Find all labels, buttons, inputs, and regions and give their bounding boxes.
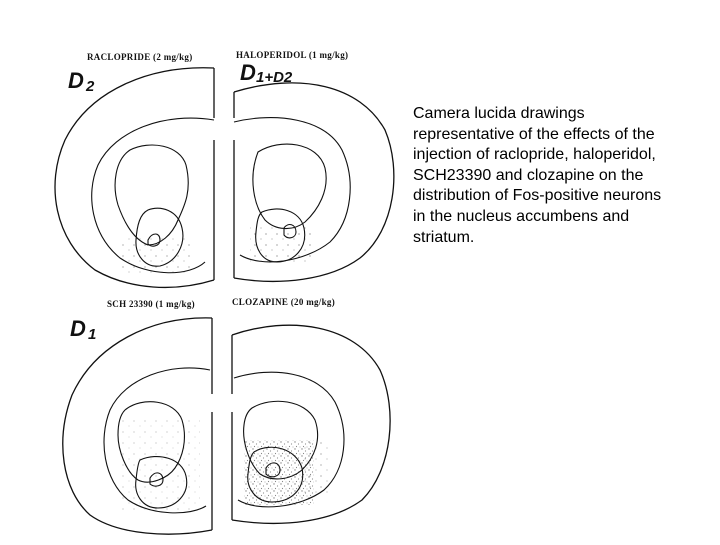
sparse-dots xyxy=(300,440,330,495)
hemisphere-outline xyxy=(231,324,391,524)
hemisphere-outline xyxy=(54,67,215,289)
receptor-annotation-sub: 2 xyxy=(85,78,95,95)
striatum-stippled-region xyxy=(114,144,189,246)
panel-label: HALOPERIDOL (1 mg/kg) xyxy=(236,50,348,60)
accumbens-sparse-dots xyxy=(120,235,190,275)
panel-clozapine: CLOZAPINE (20 mg/kg) xyxy=(231,297,391,524)
panel-raclopride: RACLOPRIDE (2 mg/kg) D 2 xyxy=(54,52,215,289)
striatum-stippled-region xyxy=(252,143,327,230)
receptor-annotation: D xyxy=(240,60,256,85)
hemisphere-outline xyxy=(233,82,395,282)
sparse-dots xyxy=(120,420,200,510)
panel-label: SCH 23390 (1 mg/kg) xyxy=(107,299,195,309)
receptor-annotation-sub: 1 xyxy=(88,326,96,343)
hemisphere-outline xyxy=(62,317,213,535)
panel-sch23390: SCH 23390 (1 mg/kg) D 1 xyxy=(62,299,213,535)
cortex-boundary xyxy=(103,367,211,514)
accumbens-sparse-dots xyxy=(250,225,315,265)
panel-label: RACLOPRIDE (2 mg/kg) xyxy=(87,52,193,62)
receptor-annotation-sub: 1+D2 xyxy=(256,69,293,86)
cortex-boundary xyxy=(233,371,345,508)
receptor-annotation: D xyxy=(70,316,86,341)
figure-caption: Camera lucida drawings representative of… xyxy=(413,105,662,246)
panel-label: CLOZAPINE (20 mg/kg) xyxy=(232,297,335,307)
panel-haloperidol: HALOPERIDOL (1 mg/kg) D 1+D2 xyxy=(233,50,395,282)
receptor-annotation: D xyxy=(68,68,84,93)
